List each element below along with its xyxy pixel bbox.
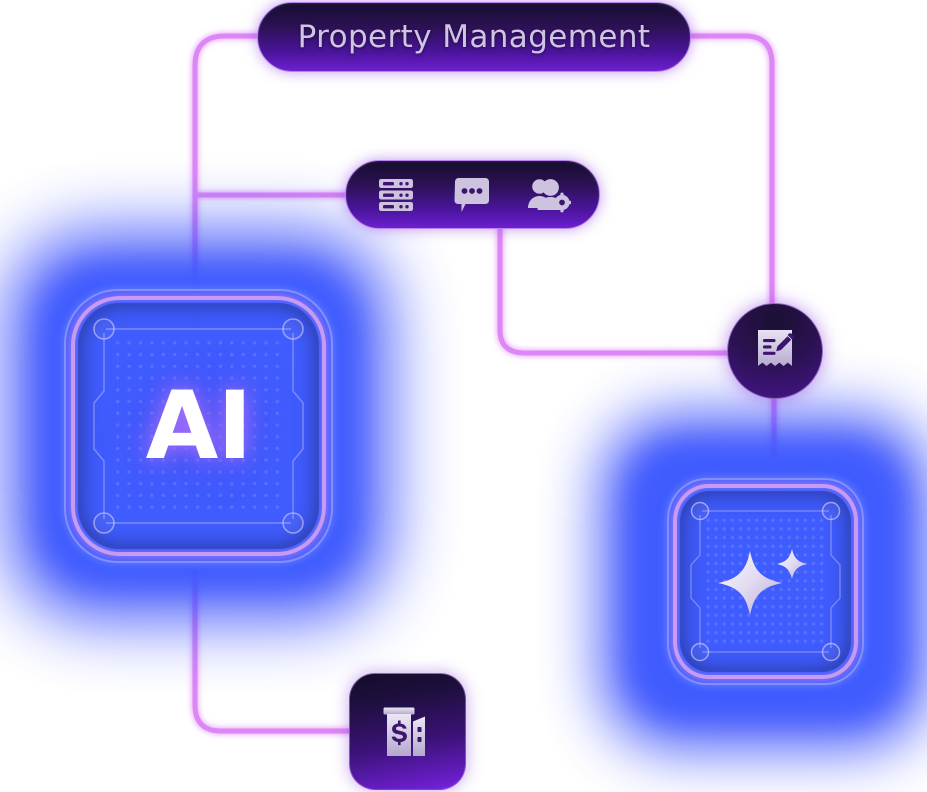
- property-billing-box[interactable]: [349, 673, 466, 790]
- server-rack-icon[interactable]: [373, 174, 419, 216]
- chip-outer-ring: [64, 289, 333, 563]
- service-icons-pill[interactable]: [345, 160, 600, 229]
- chip-inner-ring: [71, 296, 326, 556]
- chip-inner-ring: [673, 484, 858, 679]
- chat-bubble-icon[interactable]: [449, 174, 495, 216]
- sparkle-chip-module[interactable]: [601, 414, 927, 749]
- server-rack-glyph: [379, 178, 414, 211]
- dollar-building-icon: [383, 707, 425, 756]
- property-management-pill[interactable]: Property Management: [257, 2, 691, 72]
- invoice-edit-badge[interactable]: [727, 303, 823, 399]
- chip-face: AI: [78, 303, 319, 549]
- chip-face: [680, 491, 851, 672]
- wire-title-to-ai-chip: [192, 33, 262, 321]
- chat-bubble-glyph: [454, 177, 490, 212]
- users-gear-glyph: [527, 178, 571, 212]
- ai-chip-module[interactable]: AI: [8, 232, 389, 620]
- chip-circuit-traces: [93, 318, 304, 534]
- users-gear-icon[interactable]: [526, 174, 572, 216]
- ai-chip-label: AI: [145, 371, 253, 481]
- wire-ai-chip-to-invoice: [192, 567, 355, 734]
- wire-icon-pill-to-badge: [497, 225, 731, 356]
- invoice-edit-icon: [758, 330, 795, 366]
- chip-outer-ring: [667, 478, 864, 685]
- chip-circuit-traces: [690, 501, 841, 662]
- property-management-label: Property Management: [297, 19, 651, 55]
- wire-title-to-badge: [684, 33, 775, 309]
- sparkle-icon: [718, 549, 807, 615]
